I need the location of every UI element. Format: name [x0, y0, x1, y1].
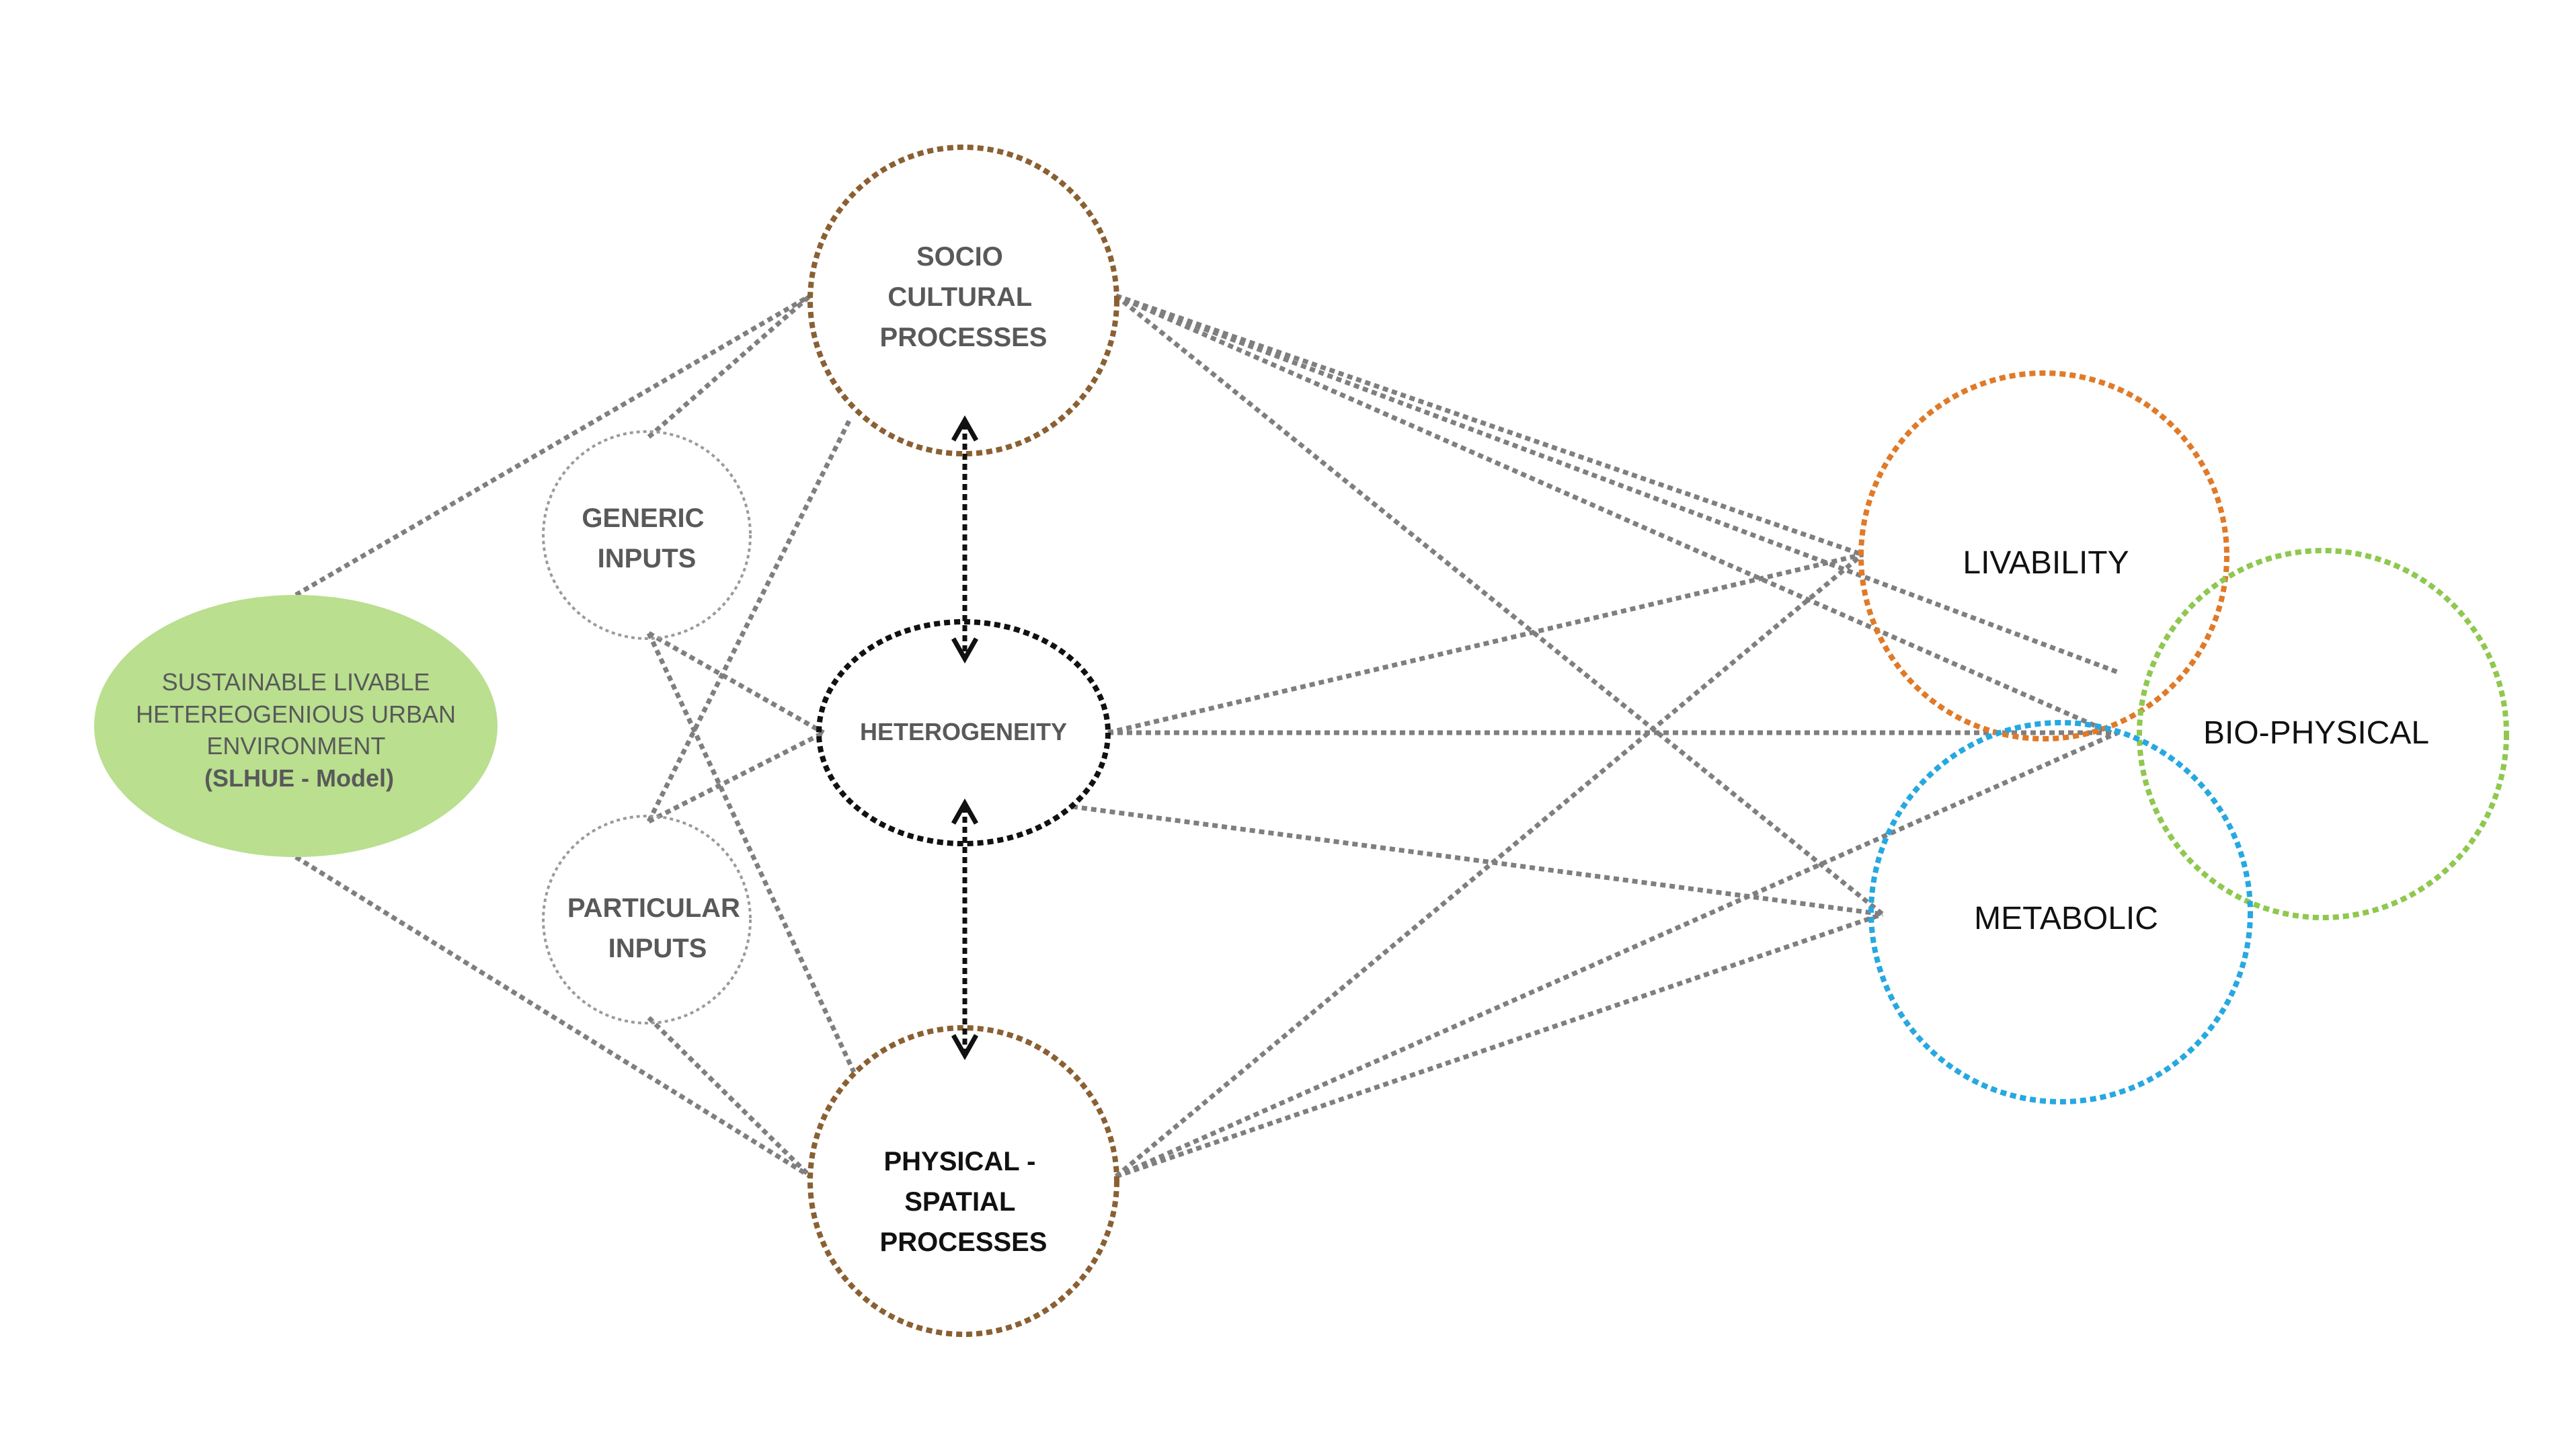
connector-line-7 — [647, 730, 825, 824]
svg-text:GENERIC INPUTS: GENERIC INPUTS — [582, 503, 711, 573]
socio-line-3: PROCESSES — [880, 323, 1048, 352]
heterogeneity-line-1: HETEROGENEITY — [860, 718, 1067, 745]
socio-line-1: SOCIO — [916, 242, 1003, 272]
connector-line-10 — [1115, 293, 2112, 735]
metabolic-circle — [1868, 720, 2253, 1104]
connector-line-18 — [1115, 912, 1884, 1179]
svg-text:SUSTAINABLE LIVABLE HET: SUSTAINABLE LIVABLE HETEREOGENIOUS URBAN… — [136, 668, 463, 792]
physical-line-3: PROCESSES — [880, 1227, 1048, 1257]
model-line-1: SUSTAINABLE LIVABLE — [162, 668, 430, 696]
physical-spatial-circle — [807, 1025, 1119, 1337]
svg-text:PHYSICAL - SPATIAL: PHYSICAL - SPATIAL PROCESSES — [880, 1147, 1048, 1257]
generic-inputs-node: GENERIC INPUTS — [542, 430, 752, 640]
model-line-2: HETEREOGENIOUS URBAN — [136, 700, 456, 728]
slhue-model-ellipse — [94, 595, 498, 857]
generic-line-2: INPUTS — [598, 544, 697, 573]
particular-inputs-node: PARTICULAR INPUTS — [542, 815, 752, 1024]
lower-arrow-head-top — [951, 798, 979, 825]
livability-label: LIVABILITY — [1963, 545, 2129, 581]
model-line-3: ENVIRONMENT — [206, 732, 385, 760]
heterogeneity-node: HETEROGENEITY — [816, 619, 1111, 846]
generic-inputs-circle — [542, 430, 752, 640]
model-line-4: (SLHUE - Model) — [204, 764, 394, 792]
physical-line-1: PHYSICAL - — [883, 1147, 1035, 1176]
svg-text:BIO-PHYSICAL: BIO-PHYSICAL — [2203, 715, 2429, 751]
connector-line-14 — [1107, 552, 1863, 735]
connector-line-15 — [1072, 804, 1883, 917]
metabolic-label: METABOLIC — [1974, 901, 2158, 936]
particular-line-1: PARTICULAR — [567, 893, 740, 923]
connector-line-3 — [647, 294, 812, 439]
bio-physical-label: BIO-PHYSICAL — [2203, 715, 2429, 751]
connector-line-17 — [1115, 730, 2119, 1179]
livability-circle — [1858, 370, 2229, 741]
connector-lines — [294, 293, 2119, 1179]
socio-line-2: CULTURAL — [887, 282, 1031, 312]
connector-line-16 — [1114, 553, 1864, 1178]
bio-physical-node: BIO-PHYSICAL — [2137, 548, 2509, 920]
svg-text:LIVABILITY: LIVABILITY — [1963, 545, 2129, 581]
metabolic-node: METABOLIC — [1868, 720, 2253, 1104]
bio-physical-circle — [2137, 548, 2509, 920]
physical-line-2: SPATIAL — [904, 1187, 1015, 1217]
connector-line-4 — [647, 631, 825, 735]
upper-arrow-head-bottom — [951, 637, 979, 664]
svg-text:METABOLIC: METABOLIC — [1974, 901, 2158, 936]
connector-line-12 — [1115, 293, 2119, 675]
livability-node: LIVABILITY — [1858, 370, 2229, 741]
svg-text:PARTICULAR INPUTS: PARTICULAR INPUTS — [567, 893, 748, 963]
upper-arrow-head-top — [951, 415, 979, 442]
physical-spatial-node: PHYSICAL - SPATIAL PROCESSES — [807, 1025, 1119, 1337]
connector-line-8 — [647, 1016, 812, 1178]
connector-line-1 — [294, 293, 812, 598]
socio-cultural-circle — [807, 145, 1119, 456]
heterogeneity-ellipse — [816, 619, 1111, 846]
generic-line-1: GENERIC — [582, 503, 704, 533]
slhue-model-node: SUSTAINABLE LIVABLE HETEREOGENIOUS URBAN… — [94, 595, 498, 857]
svg-text:HETEROGENEITY: HETEROGENEITY — [860, 718, 1067, 745]
svg-text:SOCIO CULTURAL PRO: SOCIO CULTURAL PROCESSES — [880, 242, 1048, 352]
particular-inputs-circle — [542, 815, 752, 1024]
connector-line-2 — [294, 855, 812, 1178]
particular-line-2: INPUTS — [608, 934, 707, 963]
connector-line-6 — [646, 417, 853, 823]
lower-arrow-head-bottom — [951, 1034, 979, 1061]
vertical-arrows — [951, 415, 979, 1061]
connector-line-9 — [1115, 293, 1864, 557]
connector-line-11 — [1114, 294, 1885, 916]
socio-cultural-node: SOCIO CULTURAL PROCESSES — [807, 145, 1119, 456]
